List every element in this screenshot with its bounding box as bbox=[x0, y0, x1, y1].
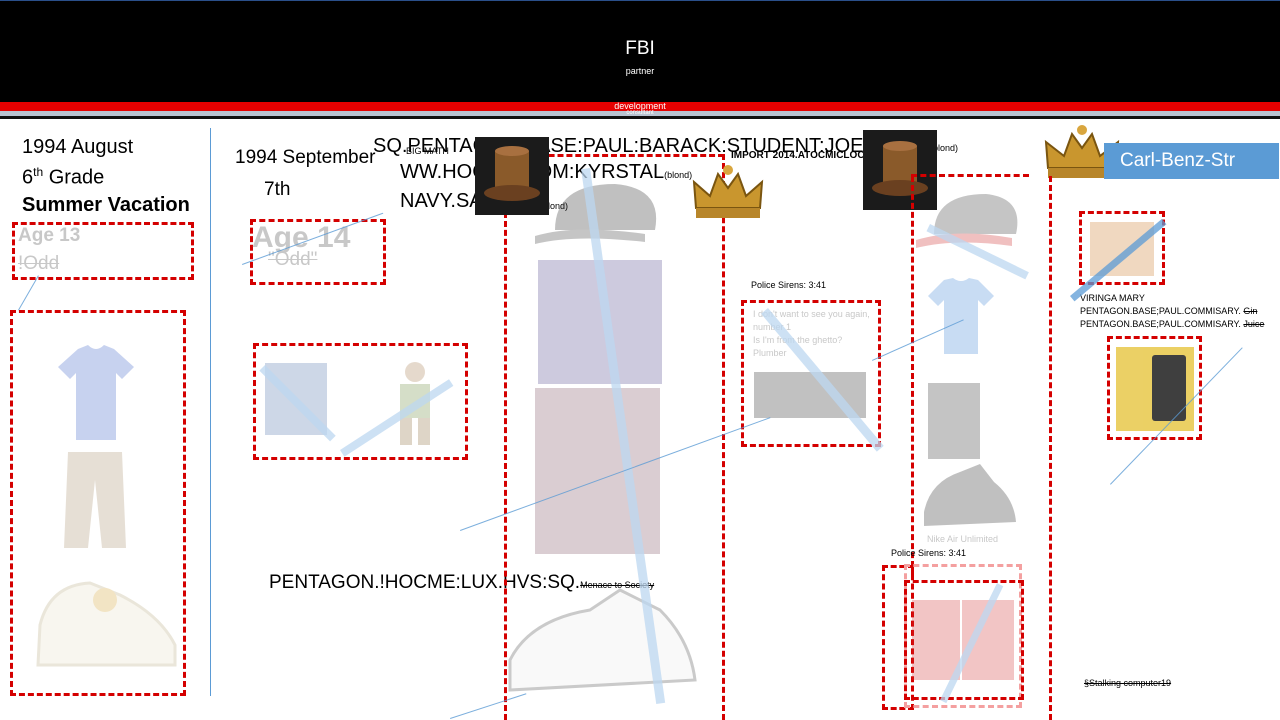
dash-line-far-right bbox=[1049, 176, 1052, 720]
col1-age-box bbox=[12, 222, 194, 280]
blue-tshirt-icon bbox=[928, 278, 994, 354]
baseball-cap-icon bbox=[535, 184, 657, 244]
connector-line bbox=[450, 693, 527, 719]
police-sirens-label-2: Police Sirens: 3:41 bbox=[891, 548, 967, 558]
header-red-bar bbox=[0, 102, 1280, 111]
connector-line bbox=[18, 275, 39, 311]
col1-summer: Summer Vacation bbox=[22, 194, 190, 216]
dash-line-left bbox=[504, 212, 507, 720]
crown-icon bbox=[692, 165, 764, 218]
col1-date: 1994 August bbox=[22, 136, 134, 158]
sneaker-icon bbox=[36, 581, 177, 667]
col2-image-box bbox=[253, 343, 468, 460]
tshirt-icon bbox=[58, 345, 134, 440]
stalking-note: §Stalking computer19 bbox=[1084, 678, 1172, 688]
black-sneaker-icon bbox=[924, 464, 1016, 526]
dash-line-right bbox=[722, 154, 725, 720]
vhs-tape-image bbox=[1116, 347, 1194, 431]
header-title: FBI bbox=[625, 38, 655, 59]
code-line-3: NAVY.SA bbox=[400, 190, 483, 212]
col1-grade: 6th Grade bbox=[22, 165, 105, 189]
code-line-3-note: (blond) bbox=[540, 201, 569, 211]
jackets-box bbox=[904, 580, 1024, 700]
jacket-image bbox=[912, 600, 960, 680]
patterned-pants-image bbox=[535, 388, 660, 554]
col2-age: Age 14 bbox=[252, 221, 351, 254]
col1-odd: !Odd bbox=[18, 253, 60, 274]
police-box bbox=[741, 300, 881, 447]
pentagon-line: PENTAGON.!HOCME:LUX.HVS:SQ.Menace to Soc… bbox=[269, 572, 655, 593]
dash-line-mid-right bbox=[911, 176, 914, 576]
album-cover-image bbox=[1090, 222, 1154, 276]
album-box bbox=[1079, 211, 1165, 285]
col2-day: 7th bbox=[264, 179, 291, 200]
top-hat-icon-2 bbox=[863, 130, 937, 210]
header-bar-label: development bbox=[614, 101, 666, 111]
header-subtitle: partner bbox=[625, 66, 655, 76]
header-dark-rule bbox=[0, 116, 1280, 119]
header-bar-label-2: consultant bbox=[626, 110, 654, 116]
import-label: IMPORT 2014.ATOCMICLOCK bbox=[731, 150, 872, 161]
code-line-1-note: BIG MATH bbox=[406, 146, 449, 156]
dash-line-top-right bbox=[911, 174, 1029, 177]
col2-odd: "Odd" bbox=[268, 249, 318, 270]
col1-age: Age 13 bbox=[18, 225, 81, 246]
col1-outfit-box bbox=[10, 310, 186, 696]
header-grey-bar bbox=[0, 111, 1280, 116]
street-button[interactable]: Carl-Benz-Str bbox=[1104, 143, 1279, 179]
khaki-pants-icon bbox=[64, 452, 126, 548]
jeans-image bbox=[928, 383, 980, 459]
top-hat-icon bbox=[475, 137, 549, 215]
dash-line-top bbox=[504, 154, 724, 157]
high-top-sneaker-icon bbox=[508, 588, 697, 692]
right-code-note: (blond) bbox=[930, 143, 959, 153]
header-banner bbox=[0, 0, 1280, 102]
col2-date: 1994 September bbox=[235, 147, 376, 168]
nike-label: Nike Air Unlimited bbox=[927, 534, 999, 544]
police-sirens-label: Police Sirens: 3:41 bbox=[751, 280, 827, 290]
col2-age-box bbox=[250, 219, 386, 285]
right-notes: VIRINGA MARY PENTAGON.BASE;PAUL.COMMISAR… bbox=[1080, 293, 1265, 329]
column-divider bbox=[210, 128, 211, 696]
narrow-box bbox=[882, 565, 914, 710]
